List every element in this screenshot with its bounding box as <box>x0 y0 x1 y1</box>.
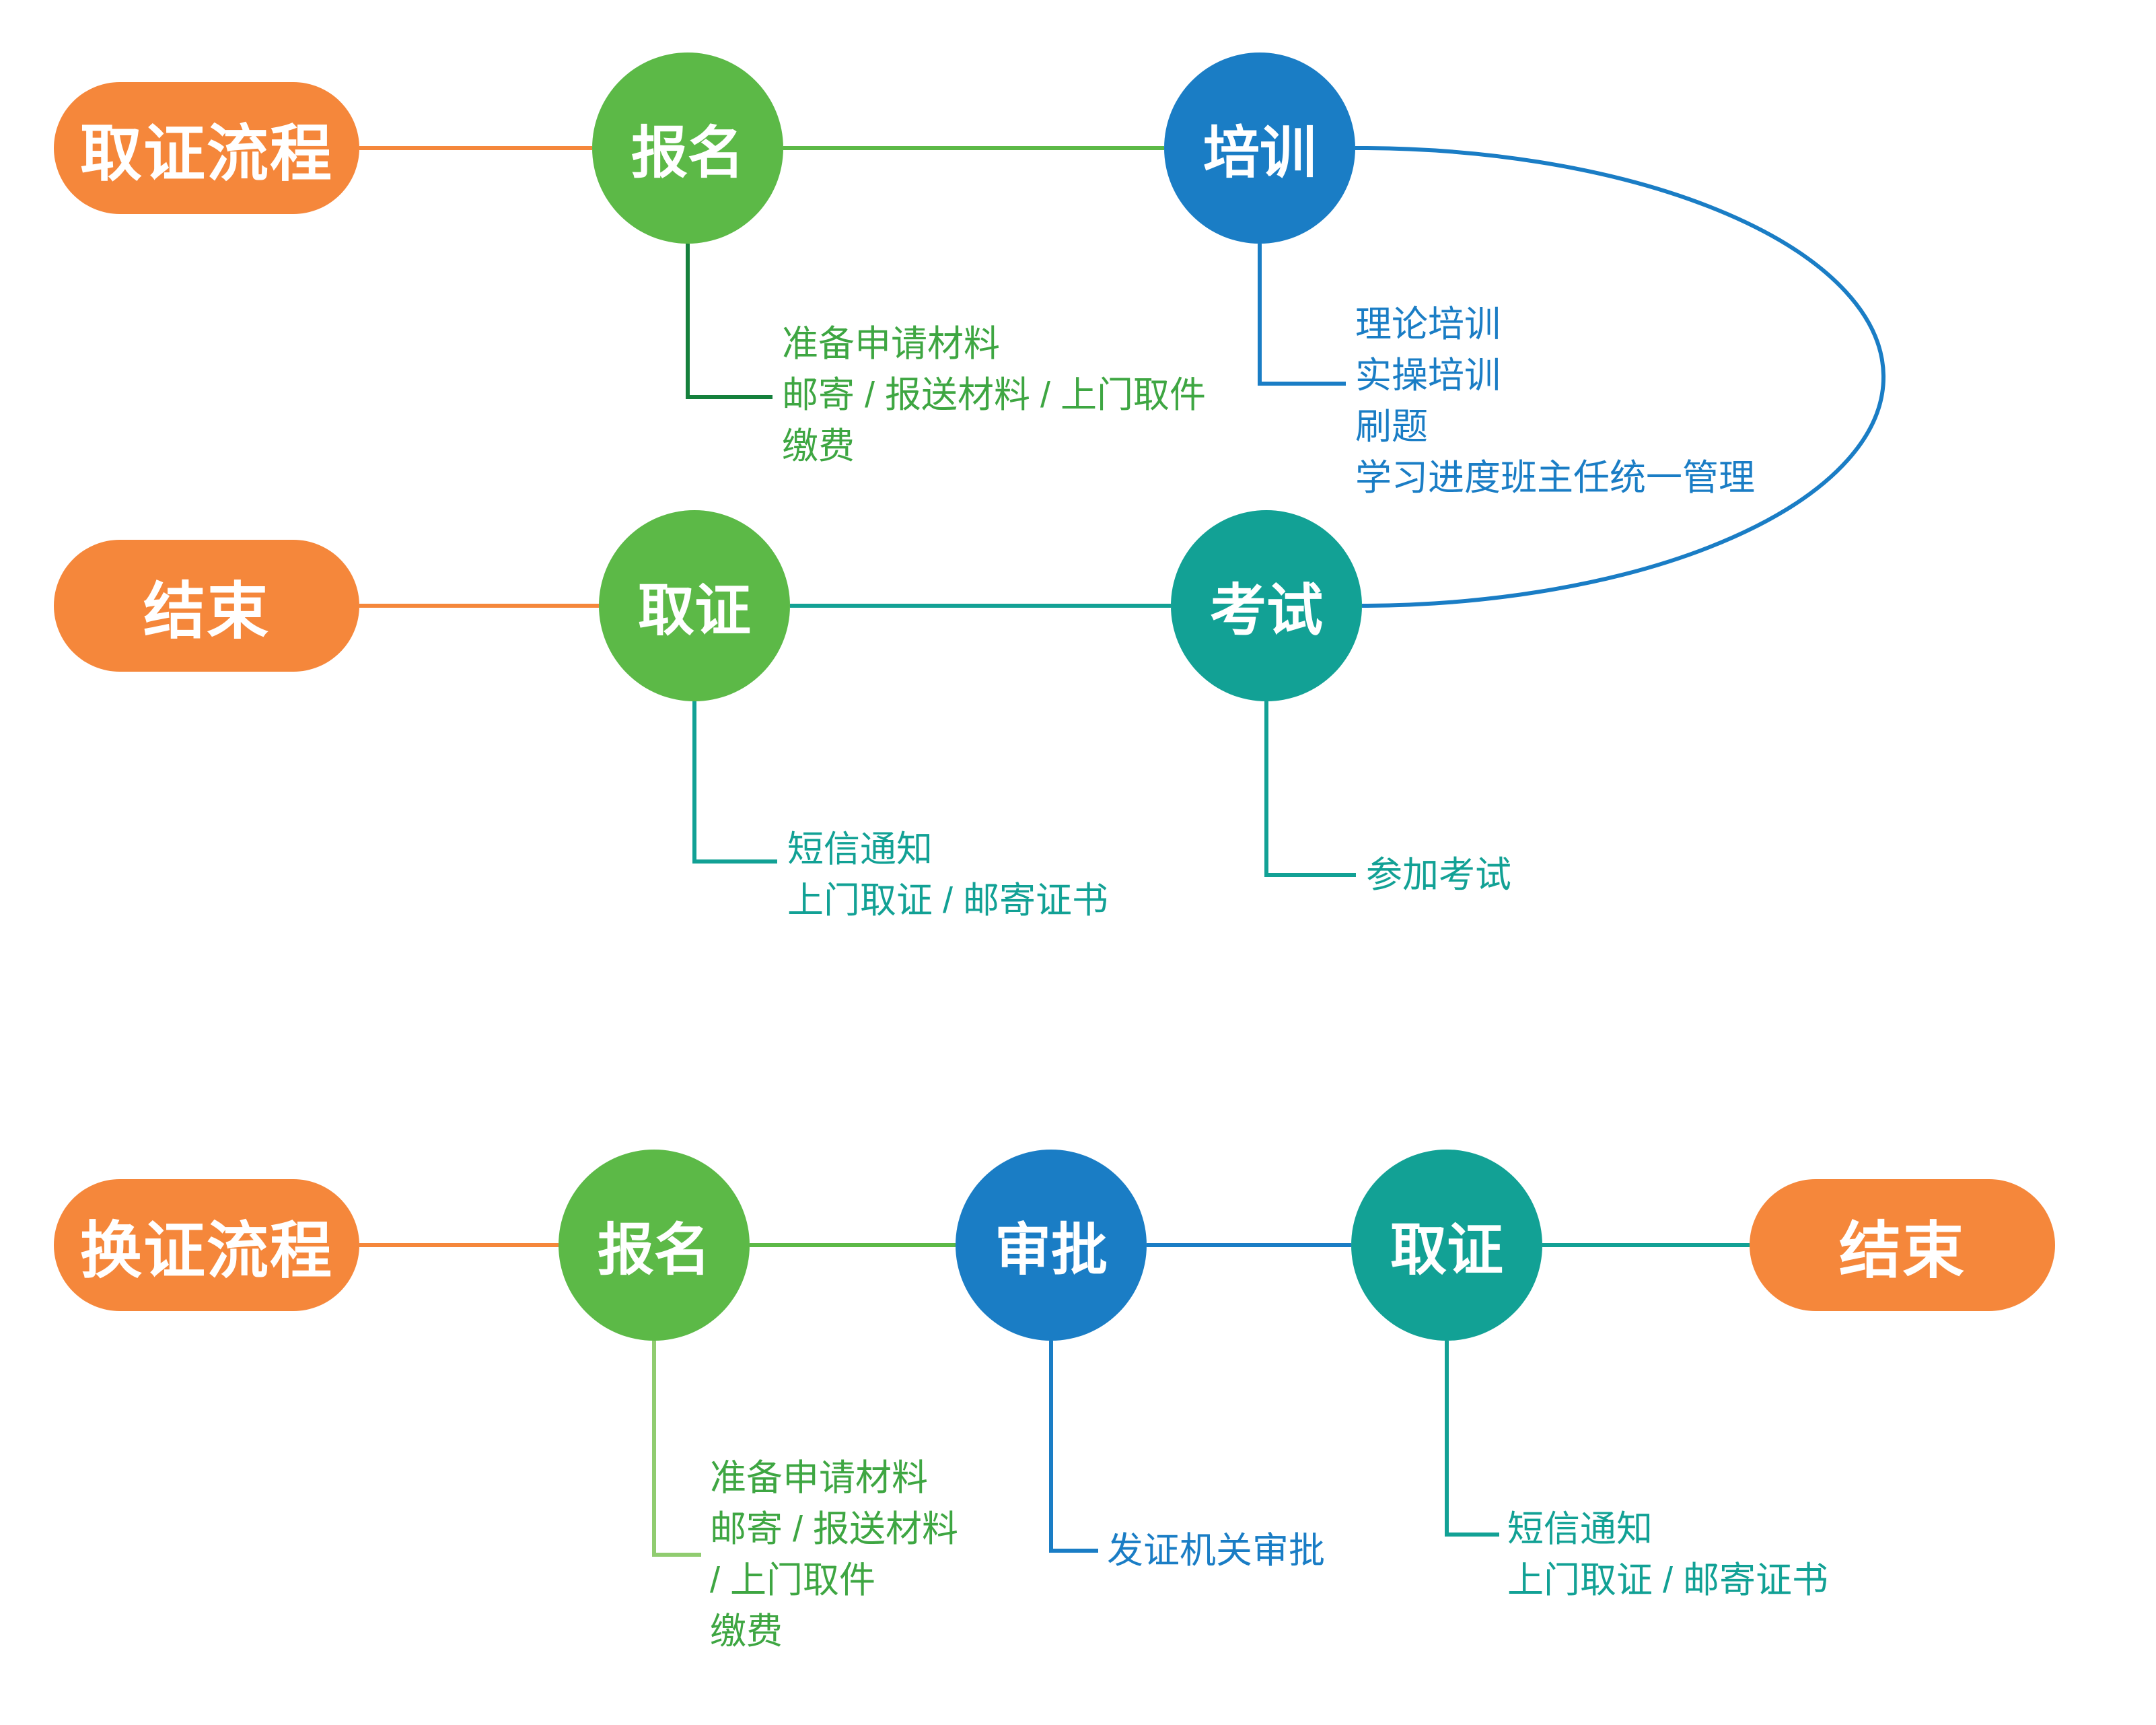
connector-flow2-quzheng-note <box>1445 1341 1499 1537</box>
flow1-quzheng-note: 短信通知 上门取证 / 邮寄证书 <box>787 824 1108 926</box>
flow1-node-peixun: 培训 <box>1164 52 1355 244</box>
flow2-start-pill: 换证流程 <box>54 1179 359 1311</box>
note-line: 发证机关审批 <box>1107 1530 1325 1571</box>
note-line: 准备申请材料 <box>782 324 1000 364</box>
note-line: 缴费 <box>782 426 855 466</box>
note-line: 准备申请材料 <box>710 1458 928 1498</box>
flow1-end-pill: 结束 <box>54 540 359 672</box>
note-line: 邮寄 / 报送材料 <box>710 1509 959 1549</box>
connector-flow1-baoming-note <box>686 244 772 399</box>
note-line: / 上门取件 <box>710 1560 876 1600</box>
note-line: 理论培训 <box>1355 304 1501 345</box>
flow2-quzheng-note: 短信通知 上门取证 / 邮寄证书 <box>1507 1504 1828 1606</box>
flow2-end-pill: 结束 <box>1750 1179 2055 1311</box>
flow2-baoming-note: 准备申请材料 邮寄 / 报送材料 / 上门取件 缴费 <box>710 1452 958 1657</box>
flow2-node-shenpi: 审批 <box>956 1150 1147 1341</box>
note-line: 上门取证 / 邮寄证书 <box>1507 1560 1829 1600</box>
note-line: 缴费 <box>710 1611 783 1652</box>
flow2-node-quzheng: 取证 <box>1351 1150 1542 1341</box>
flow1-node-quzheng: 取证 <box>599 510 790 701</box>
flow1-kaoshi-note: 参加考试 <box>1366 849 1511 901</box>
note-line: 上门取证 / 邮寄证书 <box>787 880 1109 921</box>
connector-flow1-kaoshi-note <box>1264 701 1356 877</box>
connector-flow2-shenpi-note <box>1049 1341 1098 1553</box>
flow1-node-baoming: 报名 <box>592 52 783 244</box>
connector-flow1-peixun-note <box>1258 244 1346 386</box>
flow1-node-kaoshi: 考试 <box>1171 510 1362 701</box>
note-line: 实操培训 <box>1355 355 1501 396</box>
connector-flow2-baoming-note <box>652 1341 701 1557</box>
connector-flow1-peixun-to-kaoshi-curve <box>1355 145 1885 608</box>
note-line: 刷题 <box>1355 407 1428 447</box>
note-line: 短信通知 <box>787 829 933 870</box>
note-line: 学习进度班主任统一管理 <box>1355 458 1755 498</box>
flow1-peixun-note: 理论培训 实操培训 刷题 学习进度班主任统一管理 <box>1355 299 1755 503</box>
note-line: 邮寄 / 报送材料 / 上门取件 <box>782 375 1207 415</box>
note-line: 短信通知 <box>1507 1509 1653 1549</box>
flow2-node-baoming: 报名 <box>559 1150 750 1341</box>
flow1-baoming-note: 准备申请材料 邮寄 / 报送材料 / 上门取件 缴费 <box>782 318 1206 472</box>
connector-flow1-quzheng-note <box>692 701 777 864</box>
flow1-start-pill: 取证流程 <box>54 82 359 214</box>
flow2-shenpi-note: 发证机关审批 <box>1107 1525 1325 1576</box>
note-line: 参加考试 <box>1366 855 1511 895</box>
